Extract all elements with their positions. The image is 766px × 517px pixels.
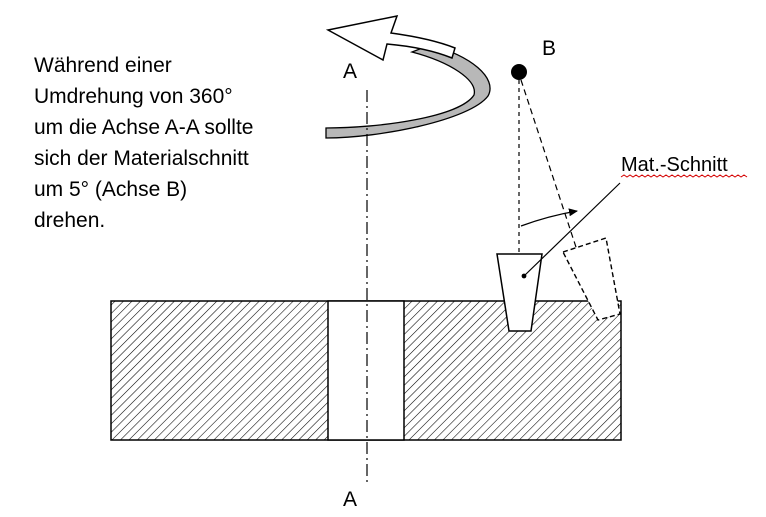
description-line-5: um 5° (Achse B) — [34, 178, 187, 201]
axis-a-bottom-label: A — [343, 488, 357, 511]
description-line-3: um die Achse A-A sollte — [34, 116, 253, 139]
description-line-1: Während einer — [34, 54, 172, 77]
cut-leader-line — [523, 182, 621, 277]
axis-a-top-label: A — [343, 60, 357, 83]
angle-arrow-icon — [520, 208, 578, 227]
material-cut-rotated-shape — [562, 237, 621, 321]
rotation-arrow-icon — [325, 15, 491, 139]
description-line-2: Umdrehung von 360° — [34, 85, 233, 108]
description-line-6: drehen. — [34, 209, 105, 232]
material-cut-shape — [496, 253, 543, 332]
cut-label: Mat.-Schnitt — [621, 154, 728, 176]
axis-b-label: B — [542, 37, 556, 60]
description-text: Während einer Umdrehung von 360° um die … — [34, 54, 253, 232]
spellcheck-underline — [620, 174, 748, 178]
description-line-4: sich der Materialschnitt — [34, 147, 249, 170]
workpiece-bore — [327, 300, 405, 441]
cut-leader-dot — [521, 273, 527, 279]
workpiece-block — [110, 300, 622, 441]
pivot-point-icon — [511, 64, 527, 80]
